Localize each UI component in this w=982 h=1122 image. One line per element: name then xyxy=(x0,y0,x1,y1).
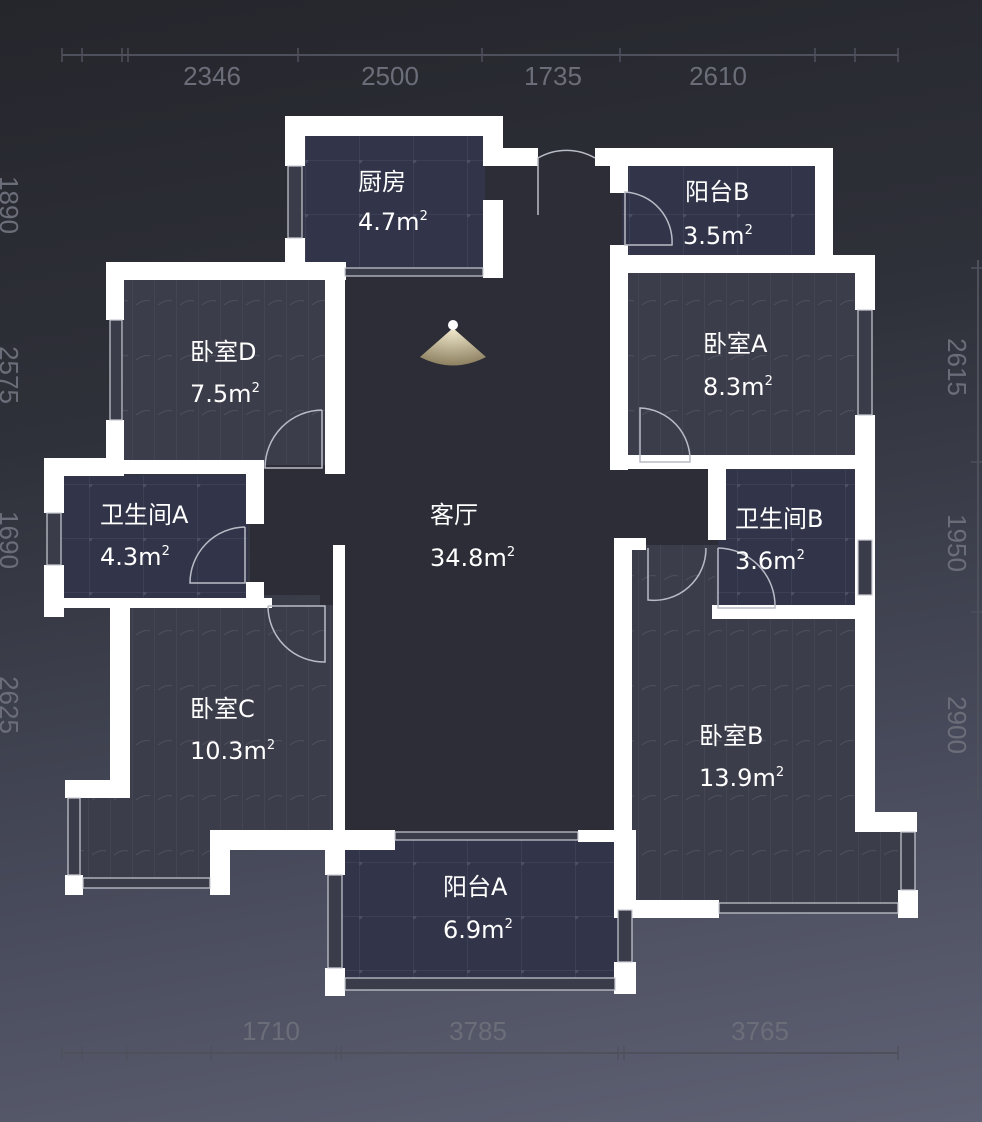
dimension-label: 1690 xyxy=(0,511,24,569)
bathroom-a-floor xyxy=(60,475,248,598)
room-area: 3.6m2 xyxy=(735,547,805,575)
balcony-b-floor xyxy=(622,165,818,262)
bedroom-a-door xyxy=(639,407,691,463)
room-bedroom-a[interactable]: 卧室A 8.3m2 xyxy=(703,330,773,401)
right-dimension-bar: 2615 1950 2900 xyxy=(942,260,982,800)
dimension-label: 3785 xyxy=(449,1016,507,1046)
room-area: 6.9m2 xyxy=(443,916,513,944)
room-balcony-b[interactable]: 阳台B 3.5m2 xyxy=(683,178,753,250)
dimension-label: 2346 xyxy=(183,61,241,91)
room-name: 卧室B xyxy=(699,722,763,750)
dimension-label: 2615 xyxy=(942,338,972,396)
dimension-label: 2575 xyxy=(0,346,24,404)
top-dimension-bar: 2346 2500 1735 2610 xyxy=(61,48,899,91)
bedroom-d-door xyxy=(264,409,323,469)
room-bathroom-b[interactable]: 卫生间B 3.6m2 xyxy=(735,505,823,575)
camera-view-cone-icon[interactable] xyxy=(420,320,486,366)
room-bedroom-d[interactable]: 卧室D 7.5m2 xyxy=(190,338,260,408)
room-name: 卧室C xyxy=(190,695,255,723)
room-area: 7.5m2 xyxy=(190,380,260,408)
kitchen-floor xyxy=(303,133,485,271)
dimension-label: 2610 xyxy=(689,61,747,91)
room-area: 10.3m2 xyxy=(190,737,275,765)
room-name: 卧室A xyxy=(703,330,768,358)
bedroom-d-floor xyxy=(123,280,333,465)
room-name: 卫生间B xyxy=(735,505,823,533)
room-living-room[interactable]: 客厅 34.8m2 xyxy=(430,501,515,572)
room-area: 4.7m2 xyxy=(358,208,428,236)
walls xyxy=(44,116,918,996)
doors xyxy=(189,149,776,663)
room-name: 卧室D xyxy=(190,338,256,366)
dimension-label: 1710 xyxy=(242,1016,300,1046)
room-area: 13.9m2 xyxy=(699,764,784,792)
bathroom-b-floor xyxy=(718,470,858,610)
room-balcony-a[interactable]: 阳台A 6.9m2 xyxy=(443,873,513,944)
room-name: 客厅 xyxy=(430,501,478,529)
bathroom-b-door xyxy=(717,547,776,609)
bedroom-a-floor xyxy=(628,272,858,462)
room-bedroom-c[interactable]: 卧室C 10.3m2 xyxy=(190,695,275,765)
room-bathroom-a[interactable]: 卫生间A 4.3m2 xyxy=(100,501,189,571)
bedroom-c-floor xyxy=(75,605,333,885)
dimension-label: 2500 xyxy=(361,61,419,91)
room-area: 34.8m2 xyxy=(430,544,515,572)
bedroom-b-floor xyxy=(628,545,905,905)
dimension-label: 2900 xyxy=(942,696,972,754)
room-area: 3.5m2 xyxy=(683,222,753,250)
bottom-dimension-bar: 1710 3785 3765 xyxy=(61,1016,899,1060)
dimension-label: 3765 xyxy=(731,1016,789,1046)
balcony-a-floor xyxy=(340,840,622,980)
windows xyxy=(46,165,916,991)
room-name: 卫生间A xyxy=(100,501,189,529)
room-name: 阳台A xyxy=(443,873,508,901)
dimension-label: 2625 xyxy=(0,676,24,734)
room-kitchen[interactable]: 厨房 4.7m2 xyxy=(358,168,428,236)
room-name: 阳台B xyxy=(685,178,749,206)
balcony-b-door xyxy=(624,191,673,246)
bedroom-c-door xyxy=(267,605,326,663)
dimension-label: 1950 xyxy=(942,514,972,572)
bedroom-b-door xyxy=(647,547,707,602)
room-name: 厨房 xyxy=(358,168,406,196)
room-bedroom-b[interactable]: 卧室B 13.9m2 xyxy=(699,722,784,792)
entrance-door xyxy=(537,149,596,215)
left-dimension-bar: 1890 2575 1690 2625 xyxy=(0,176,24,734)
room-area: 8.3m2 xyxy=(703,373,773,401)
dimension-label: 1735 xyxy=(524,61,582,91)
bathroom-a-door xyxy=(189,526,246,584)
dimension-label: 1890 xyxy=(0,176,24,234)
room-area: 4.3m2 xyxy=(100,543,170,571)
